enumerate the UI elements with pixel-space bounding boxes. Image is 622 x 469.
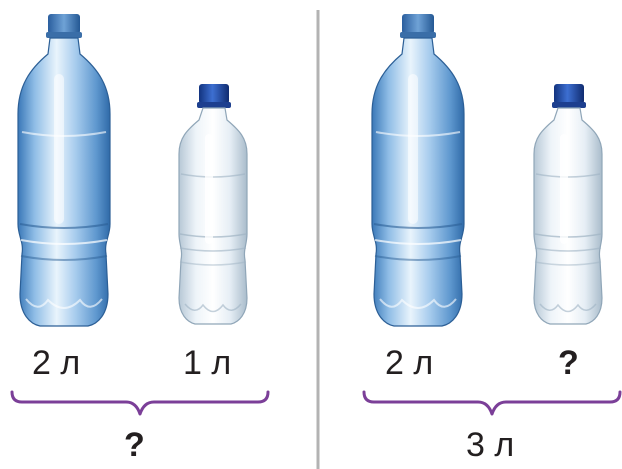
volume-label: 2 л — [32, 346, 80, 380]
large-bottle-icon — [18, 14, 110, 326]
total-label: ? — [124, 428, 145, 462]
brace-2 — [364, 392, 620, 414]
volume-label: 1 л — [183, 346, 231, 380]
total-label: 3 л — [466, 428, 514, 462]
large-bottle-icon — [372, 14, 464, 326]
volume-label: ? — [558, 346, 579, 380]
small-bottle-icon — [179, 84, 247, 324]
volume-label: 2 л — [385, 346, 433, 380]
small-bottle-icon — [534, 84, 602, 324]
brace-1 — [12, 392, 268, 414]
